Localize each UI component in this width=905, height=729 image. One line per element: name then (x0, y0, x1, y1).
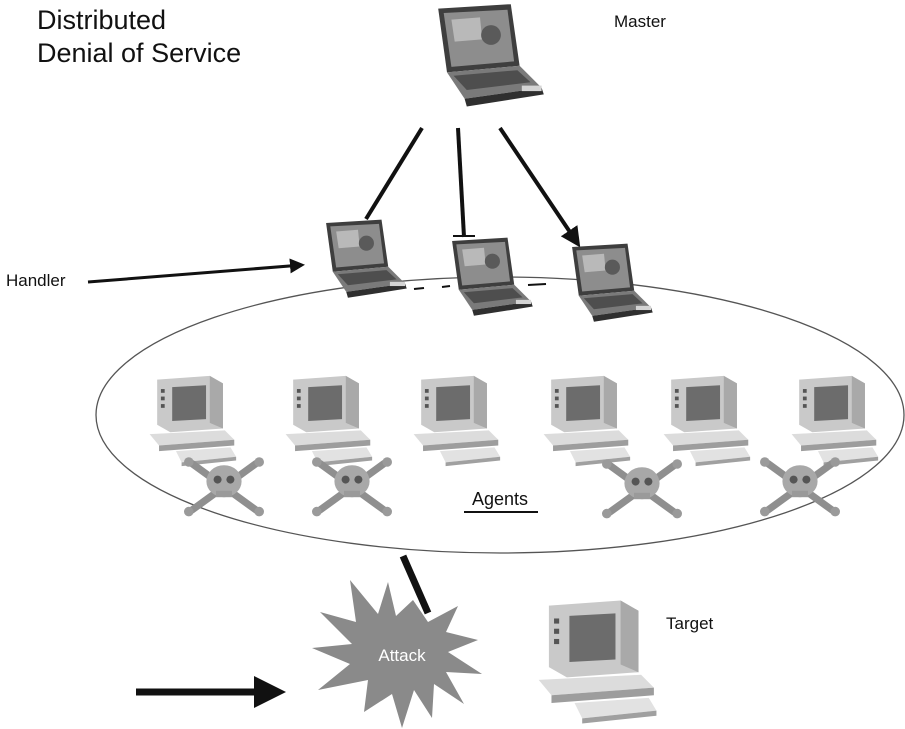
agents-label: Agents (472, 489, 528, 509)
agents-to-attack-line (399, 554, 432, 615)
attack-label: Attack (378, 646, 426, 665)
handler-link-dash-1 (413, 287, 425, 290)
target-label: Target (666, 614, 714, 633)
title-line-2: Denial of Service (37, 38, 242, 68)
handler-laptop-icon-1 (326, 219, 407, 298)
handler-link-dash-3 (527, 283, 547, 286)
agent-computer-icon-4 (543, 375, 631, 467)
attack-starburst-icon (312, 580, 482, 728)
handler-pointer-arrow (87, 258, 305, 284)
master-laptop-icon (438, 4, 544, 107)
agent-computer-icon-1 (149, 375, 237, 467)
master-label: Master (614, 12, 666, 31)
incoming-arrowhead (254, 676, 286, 708)
target-computer-icon (538, 600, 657, 724)
handler-label: Handler (6, 271, 66, 290)
diagram-title: Distributed Denial of Service (37, 4, 241, 70)
agent-computer-icon-3 (413, 375, 501, 467)
master-to-handler-1-line (364, 126, 424, 221)
agent-computer-icon-2 (285, 375, 373, 467)
handler-link-dash-2 (441, 285, 451, 288)
agent-computer-icon-6 (791, 375, 879, 467)
master-to-handler-3-line (498, 126, 581, 248)
agent-computer-icon-5 (663, 375, 751, 467)
handler-laptop-icon-3 (572, 243, 653, 322)
title-line-1: Distributed (37, 5, 167, 35)
skull-crossbones-icon-3 (602, 459, 682, 518)
skull-crossbones-icon-2 (312, 457, 392, 516)
skull-crossbones-icon-1 (184, 457, 264, 516)
master-to-handler-2-line (456, 127, 466, 238)
